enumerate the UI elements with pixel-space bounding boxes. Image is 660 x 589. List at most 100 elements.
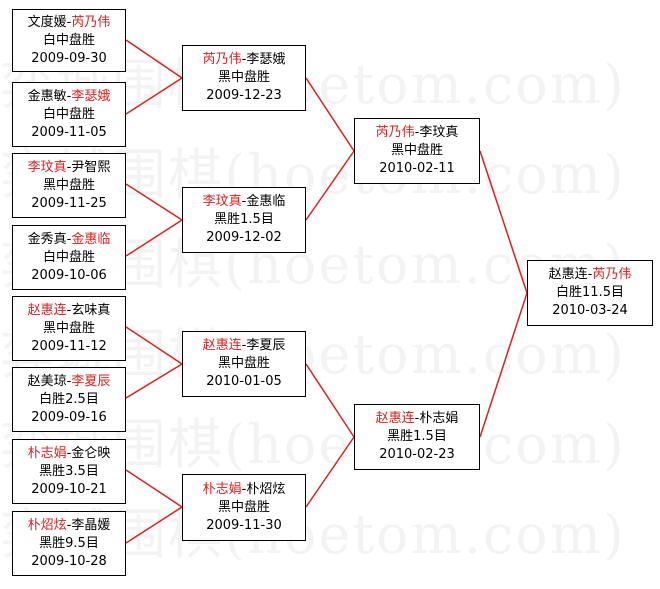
match-date: 2010-02-23 — [379, 447, 455, 462]
match-result: 白胜2.5目 — [39, 391, 99, 407]
players-row: 朴志娟-金仑映 — [13, 445, 125, 463]
match-result: 黑中盘胜 — [217, 70, 270, 85]
match-box: 赵惠连-李夏辰黑中盘胜 2010-01-05 — [182, 331, 306, 397]
bracket-line — [479, 150, 528, 294]
bracket-line — [125, 219, 183, 257]
separator: - — [66, 445, 72, 461]
match-date: 2009-11-30 — [206, 517, 282, 533]
players-row: 芮乃伟-李玟真 — [355, 124, 479, 142]
separator: - — [66, 159, 72, 175]
separator: - — [66, 302, 72, 318]
players-row: 赵惠连-朴志娟 — [355, 410, 479, 428]
match-box: 朴志娟-朴炤炫黑中盘胜 2009-11-30 — [182, 474, 306, 541]
players-row: 金惠敏-李瑟娥 — [13, 88, 125, 106]
bracket-line — [125, 77, 183, 115]
player-white: 芮乃伟 — [592, 267, 632, 282]
match-result: 白中盘胜 — [42, 249, 95, 265]
players-row: 李玟真-尹智熙 — [13, 159, 125, 177]
players-row: 芮乃伟-李瑟娥 — [183, 51, 305, 69]
match-date: 2009-11-05 — [31, 124, 107, 140]
player-black: 李玟真 — [202, 194, 242, 209]
players-row: 文度媛-芮乃伟 — [13, 14, 125, 32]
player-white: 芮乃伟 — [71, 14, 111, 30]
match-box: 芮乃伟-李瑟娥黑中盘胜 2009-12-23 — [182, 45, 306, 111]
separator: - — [241, 481, 247, 497]
match-date: 2009-12-02 — [206, 230, 282, 245]
player-black: 赵惠连 — [27, 302, 67, 318]
match-result: 黑胜1.5目 — [387, 429, 447, 444]
player-white: 金仑映 — [71, 445, 111, 461]
player-black: 朴志娟 — [202, 481, 242, 497]
match-box: 赵惠连-芮乃伟白胜11.5目 2010-03-24 — [527, 260, 653, 326]
players-row: 金秀真-金惠临 — [13, 231, 125, 249]
match-date: 2009-09-30 — [31, 50, 107, 66]
match-date: 2009-11-12 — [31, 338, 107, 354]
player-white: 尹智熙 — [71, 159, 111, 175]
match-date: 2009-10-21 — [31, 481, 107, 497]
player-white: 金惠临 — [246, 194, 286, 209]
separator: - — [241, 194, 247, 209]
player-black: 金秀真 — [27, 231, 67, 247]
match-result: 白中盘胜 — [42, 106, 95, 122]
separator: - — [66, 88, 72, 104]
players-row: 赵惠连-芮乃伟 — [528, 266, 652, 284]
separator: - — [241, 338, 247, 353]
player-black: 赵惠连 — [375, 411, 415, 426]
match-box: 赵惠连-朴志娟黑胜1.5目 2010-02-23 — [354, 404, 480, 470]
bracket-line — [125, 183, 183, 221]
bracket-line — [305, 436, 355, 508]
match-result: 黑中盘胜 — [217, 499, 270, 515]
match-date: 2009-12-23 — [206, 88, 282, 103]
players-row: 赵惠连-玄味真 — [13, 302, 125, 320]
player-black: 文度媛 — [27, 14, 67, 30]
player-black: 朴志娟 — [27, 445, 67, 461]
match-box: 金惠敏-李瑟娥白中盘胜 2009-11-05 — [12, 82, 126, 147]
players-row: 朴炤炫-李晶媛 — [13, 517, 125, 535]
bracket-line — [125, 326, 183, 365]
player-white: 李晶媛 — [71, 517, 111, 533]
separator: - — [66, 517, 72, 533]
player-black: 芮乃伟 — [375, 125, 415, 140]
player-white: 李夏辰 — [246, 338, 286, 353]
match-result: 黑胜9.5目 — [39, 535, 99, 551]
players-row: 赵惠连-李夏辰 — [183, 337, 305, 355]
players-row: 朴志娟-朴炤炫 — [183, 481, 305, 499]
bracket-line — [125, 39, 183, 79]
bracket-line — [305, 77, 355, 152]
player-black: 赵惠连 — [548, 267, 588, 282]
bracket-line — [305, 363, 355, 438]
match-date: 2010-02-11 — [379, 161, 455, 176]
match-result: 黑胜3.5目 — [39, 463, 99, 479]
match-date: 2009-10-28 — [31, 553, 107, 569]
match-result: 黑中盘胜 — [42, 177, 95, 193]
match-date: 2010-01-05 — [206, 374, 282, 389]
bracket-line — [125, 506, 183, 544]
bracket-line — [125, 363, 183, 399]
match-date: 2009-11-25 — [31, 195, 107, 211]
match-box: 金秀真-金惠临白中盘胜 2009-10-06 — [12, 225, 126, 290]
match-box: 朴炤炫-李晶媛黑胜9.5目 2009-10-28 — [12, 511, 126, 576]
match-box: 李玟真-尹智熙黑中盘胜 2009-11-25 — [12, 153, 126, 218]
player-white: 李玟真 — [419, 125, 459, 140]
players-row: 李玟真-金惠临 — [183, 193, 305, 211]
match-box: 芮乃伟-李玟真黑中盘胜 2010-02-11 — [354, 118, 480, 184]
separator: - — [66, 231, 72, 247]
bracket-line — [125, 469, 183, 508]
bracket-line — [479, 292, 528, 438]
match-date: 2010-03-24 — [552, 303, 628, 318]
match-result: 黑中盘胜 — [217, 356, 270, 371]
bracket-line — [305, 150, 355, 221]
player-white: 李夏辰 — [71, 373, 111, 389]
match-result: 黑胜1.5目 — [214, 212, 274, 227]
match-result: 白胜11.5目 — [556, 285, 624, 300]
separator: - — [66, 14, 72, 30]
match-date: 2009-10-06 — [31, 267, 107, 283]
match-result: 白中盘胜 — [42, 32, 95, 48]
player-white: 朴志娟 — [419, 411, 459, 426]
match-result: 黑中盘胜 — [390, 143, 443, 158]
